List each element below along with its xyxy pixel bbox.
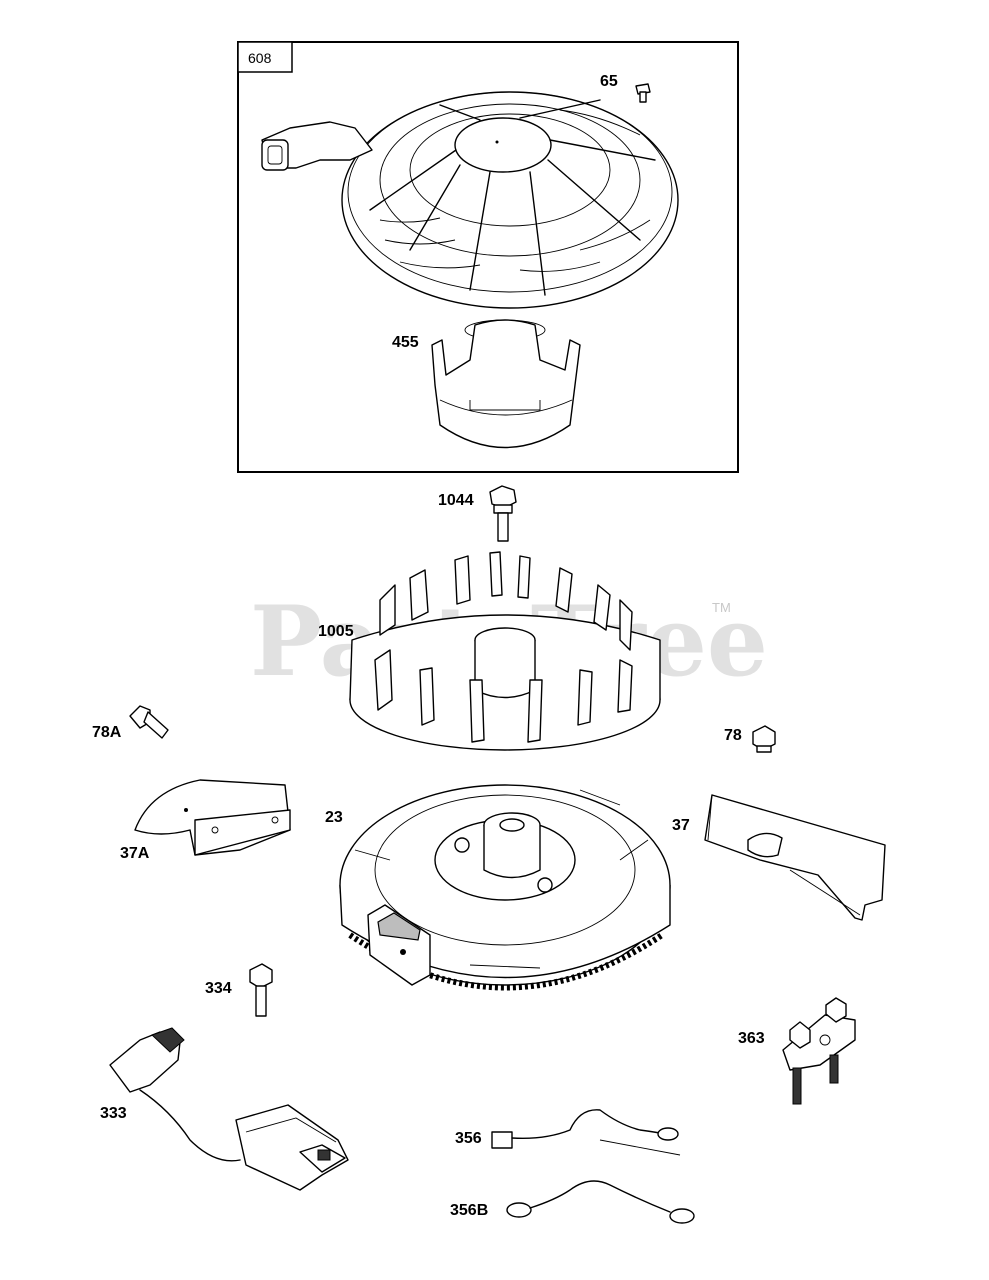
callout-334[interactable]: 334 <box>205 980 232 997</box>
callout-37A[interactable]: 37A <box>120 845 150 862</box>
flywheel-part-23[interactable] <box>339 784 671 991</box>
callout-333[interactable]: 333 <box>100 1105 127 1122</box>
air-guide-part-37A[interactable] <box>134 779 291 856</box>
ignition-coil-part-333[interactable] <box>109 1027 349 1191</box>
screw-part-78A[interactable] <box>129 705 169 739</box>
flywheel-bolt-part-1044[interactable] <box>489 485 517 542</box>
fan-part-1005[interactable] <box>349 551 661 751</box>
recoil-starter-part[interactable] <box>261 91 679 309</box>
callout-78A[interactable]: 78A <box>92 724 122 741</box>
watermark-trademark: TM <box>712 600 731 615</box>
callout-1044[interactable]: 1044 <box>438 492 474 509</box>
air-guide-part-37[interactable] <box>704 794 886 921</box>
bolt-part-334[interactable] <box>249 963 273 1017</box>
callout-78[interactable]: 78 <box>724 727 742 744</box>
starter-cup-part-455[interactable] <box>431 319 581 449</box>
screw-part-78[interactable] <box>752 725 776 753</box>
callout-37[interactable]: 37 <box>672 817 690 834</box>
bolt-part-65[interactable] <box>635 83 651 103</box>
ground-wire-part-356[interactable] <box>491 1109 681 1156</box>
callout-455[interactable]: 455 <box>392 334 419 351</box>
ground-wire-part-356B[interactable] <box>506 1180 695 1224</box>
callout-23[interactable]: 23 <box>325 809 343 826</box>
assembly-box-label: 608 <box>248 50 272 66</box>
callout-65[interactable]: 65 <box>600 73 618 90</box>
callout-356[interactable]: 356 <box>455 1130 482 1147</box>
bracket-part-363[interactable] <box>782 997 856 1105</box>
callout-1005[interactable]: 1005 <box>318 623 354 640</box>
callout-363[interactable]: 363 <box>738 1030 765 1047</box>
assembly-box-608[interactable]: 608 <box>237 41 739 473</box>
callout-356B[interactable]: 356B <box>450 1202 488 1219</box>
